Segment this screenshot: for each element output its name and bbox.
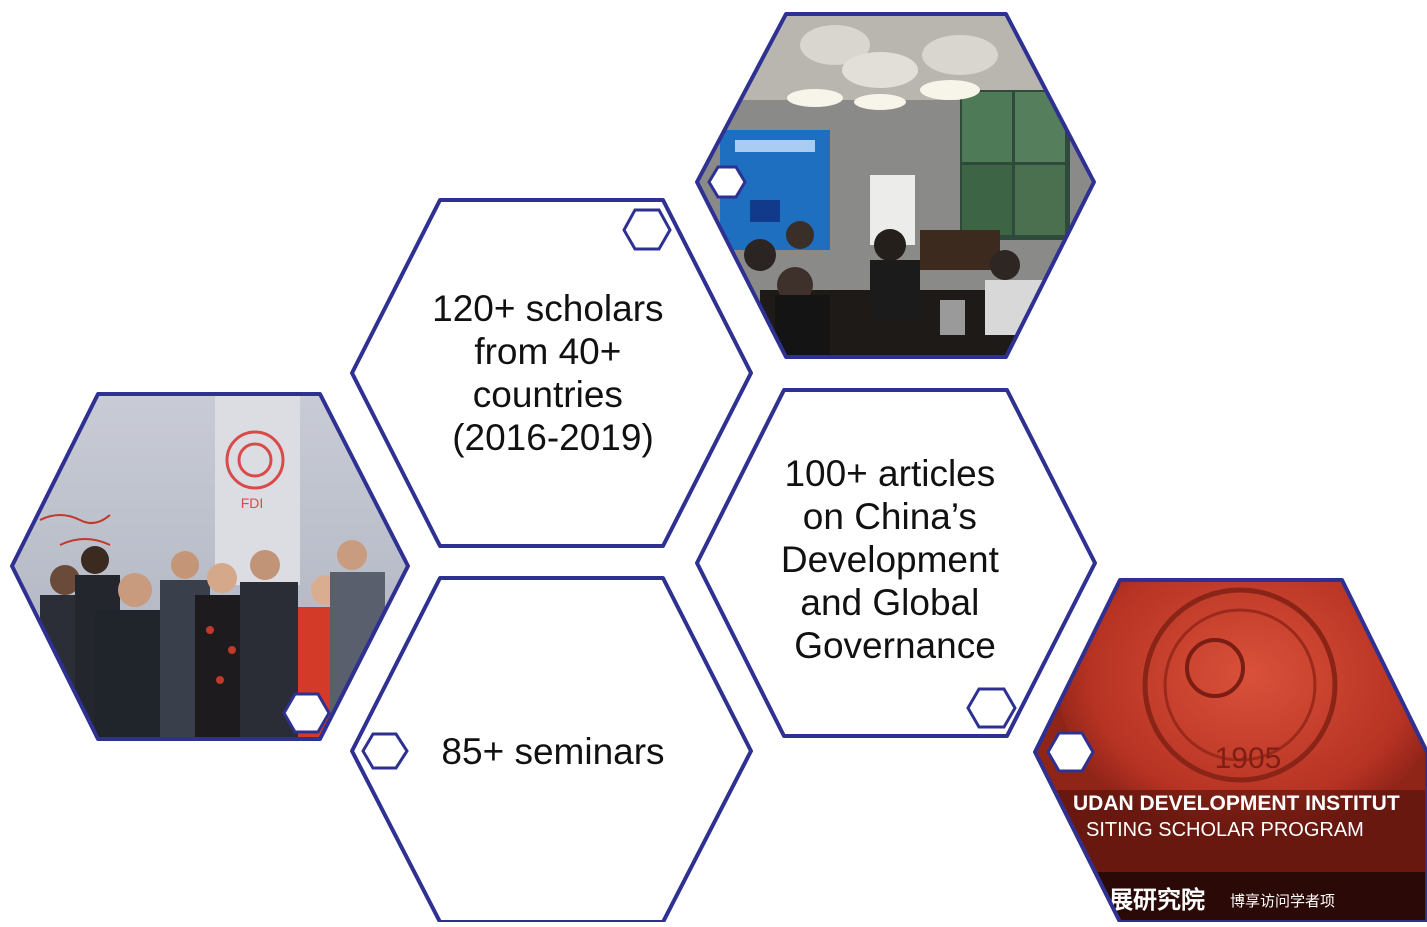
scholars-badge-icon [622, 208, 672, 251]
seminars-badge-icon [361, 732, 409, 770]
group-photo-hexagon: FDI [10, 392, 410, 741]
articles-hexagon: 100+ articles on China’s Development and… [695, 388, 1097, 738]
group-photo: FDI [12, 394, 408, 739]
seal-photo: 1905 UDAN DEVELOPMENT INSTITUT SITING SC… [1035, 580, 1427, 922]
articles-stat-text: 100+ articles on China’s Development and… [781, 453, 1009, 666]
articles-badge-icon [966, 687, 1017, 729]
meeting-badge-icon [707, 165, 747, 199]
articles-hexagon-border [695, 388, 1097, 738]
seal-badge-icon [1046, 731, 1095, 773]
seal-year-text: 1905 [1215, 742, 1282, 775]
banner-line-2: SITING SCHOLAR PROGRAM [1086, 819, 1364, 841]
scholars-hexagon: 120+ scholars from 40+ countries (2016-2… [350, 198, 753, 548]
scholars-stat-text: 120+ scholars from 40+ countries (2016-2… [432, 288, 674, 458]
group-hexagon-border [10, 392, 410, 741]
banner-line-3-cn-small: 博享访问学者项 [1230, 893, 1335, 910]
meeting-photo-hexagon [695, 12, 1096, 359]
seminars-stat-text: 85+ seminars [441, 731, 664, 772]
seal-photo-hexagon: 1905 UDAN DEVELOPMENT INSTITUT SITING SC… [1033, 578, 1427, 924]
group-badge-icon [282, 692, 331, 734]
meeting-photo [697, 14, 1094, 357]
banner-line-1: UDAN DEVELOPMENT INSTITUT [1073, 792, 1400, 815]
scholars-hexagon-border [350, 198, 753, 548]
seminars-hexagon: 85+ seminars [350, 576, 753, 924]
meeting-hexagon-border [695, 12, 1096, 359]
whiteboard-logo-text: FDI [241, 495, 264, 511]
